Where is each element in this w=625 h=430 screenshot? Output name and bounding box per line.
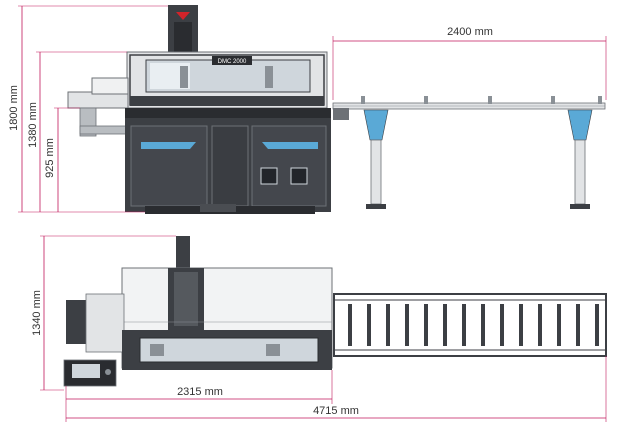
conveyor-roller (367, 304, 371, 346)
dim-total-height: 1800 mm (8, 85, 20, 131)
machine-logo: DMC 2000 (218, 59, 247, 65)
top-infeed-block (66, 300, 88, 344)
conveyor-roller (595, 304, 599, 346)
outfeed-bracket (333, 108, 349, 120)
outfeed-guide-3 (488, 96, 492, 104)
support-2-head (567, 109, 593, 141)
cabinet-top-band (125, 108, 331, 118)
conveyor-roller (500, 304, 504, 346)
conveyor-roller (481, 304, 485, 346)
dim-depth: 1340 mm (31, 290, 43, 336)
top-conveyor-rollers (348, 304, 599, 346)
control-panel-knob (105, 369, 111, 375)
front-dimensions: 2400 mm 1800 mm 1380 mm 925 mm (8, 5, 607, 213)
cabinet-right-door (251, 125, 327, 207)
outfeed-guide-4 (551, 96, 555, 104)
dim-total-length: 4715 mm (313, 405, 359, 417)
top-view (63, 236, 607, 387)
conveyor-roller (538, 304, 542, 346)
conveyor-roller (386, 304, 390, 346)
conveyor-roller (405, 304, 409, 346)
support-2-foot (570, 204, 590, 209)
left-door-stripe (141, 142, 196, 149)
vent-right (290, 167, 308, 185)
infeed-vise (91, 77, 129, 95)
front-view: DMC 2000 (67, 5, 606, 214)
support-2-leg (574, 139, 586, 205)
control-panel-screen (72, 364, 100, 378)
top-saw-inner (174, 272, 198, 326)
support-1-leg (370, 139, 382, 205)
conveyor-roller (576, 304, 580, 346)
conveyor-roller (519, 304, 523, 346)
dim-table-height: 925 mm (44, 138, 56, 178)
top-front-clamp-2 (266, 344, 280, 356)
infeed-pipe (79, 125, 127, 135)
clamp-right (265, 66, 273, 88)
outfeed-guide-5 (598, 96, 602, 104)
saw-head-blade-guard (174, 22, 192, 52)
logo-plate (212, 56, 252, 65)
right-door-stripe (262, 142, 318, 149)
dim-machine-length: 2315 mm (177, 386, 223, 398)
support-1-head (363, 109, 389, 141)
dim-conveyor-length: 2400 mm (447, 26, 493, 38)
conveyor-roller (462, 304, 466, 346)
conveyor-roller (348, 304, 352, 346)
base-plate (200, 204, 236, 212)
conveyor-roller (557, 304, 561, 346)
top-conveyor-frame (333, 293, 607, 357)
outfeed-guide-2 (424, 96, 428, 104)
conveyor-roller (443, 304, 447, 346)
top-front-clamp-1 (150, 344, 164, 356)
guard-bottom-bar (130, 96, 324, 106)
support-1-foot (366, 204, 386, 209)
vent-left (260, 167, 278, 185)
saw-head-red-mark (176, 12, 190, 20)
top-head-column (176, 236, 190, 270)
cabinet-center-panel (211, 125, 249, 207)
top-dimensions: 1340 mm 2315 mm 4715 mm (31, 235, 607, 422)
clamp-left (180, 66, 188, 88)
top-front-window (139, 337, 319, 363)
cabinet-left-door (130, 125, 208, 207)
top-infeed-table (85, 293, 125, 353)
conveyor-roller (424, 304, 428, 346)
outfeed-guide-1 (361, 96, 365, 104)
dim-height-1380: 1380 mm (27, 102, 39, 148)
